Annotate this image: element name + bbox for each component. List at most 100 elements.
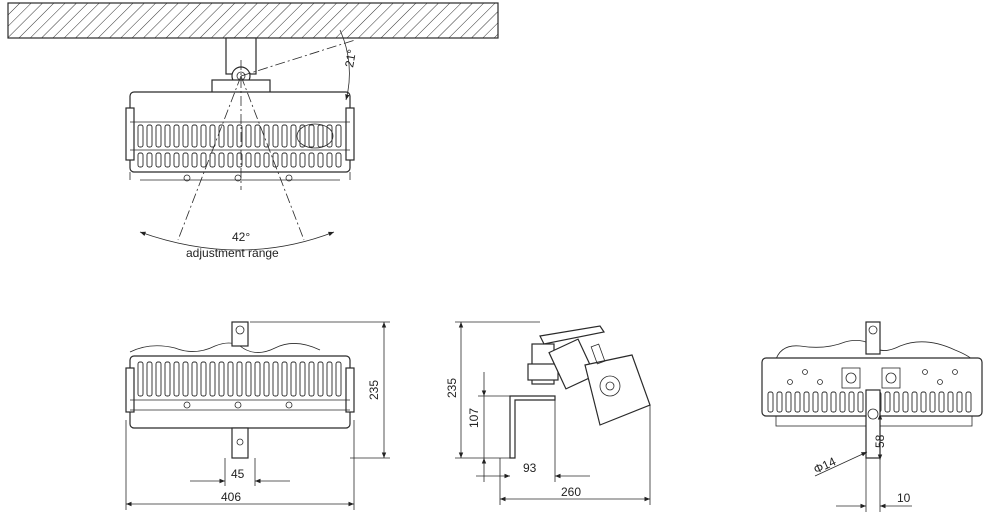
- cooling-fin: [272, 124, 279, 148]
- side-bracket-height-label: 107: [467, 408, 481, 428]
- cooling-fin: [281, 361, 288, 397]
- front-height-label: 235: [367, 380, 381, 400]
- cooling-fin: [173, 361, 180, 397]
- cooling-fin: [821, 391, 828, 413]
- cooling-fin: [857, 391, 864, 413]
- cooling-fin: [299, 152, 306, 168]
- cooling-fin: [200, 152, 207, 168]
- front-bracket-width-label: 45: [231, 467, 245, 481]
- cooling-fin: [893, 391, 900, 413]
- back-vent-hole: [937, 379, 943, 385]
- cooling-fin: [299, 361, 306, 397]
- cooling-fin: [164, 361, 171, 397]
- cooling-fin: [146, 361, 153, 397]
- ceiling: [7, 2, 499, 39]
- back-vent-hole: [952, 369, 958, 375]
- cooling-fin: [173, 124, 180, 148]
- cooling-fin: [812, 391, 819, 413]
- cooling-fin: [929, 391, 936, 413]
- cooling-fin: [263, 152, 270, 168]
- side-depth-small-label: 93: [523, 461, 537, 475]
- cooling-fin: [218, 124, 225, 148]
- cooling-fin: [290, 152, 297, 168]
- side-depth-label: 260: [561, 485, 581, 499]
- cooling-fin: [146, 124, 153, 148]
- adjust-arc: [139, 231, 335, 251]
- cooling-fin: [884, 391, 891, 413]
- cooling-fin: [830, 391, 837, 413]
- cooling-fin: [947, 391, 954, 413]
- cooling-fin: [785, 391, 792, 413]
- cooling-fin: [209, 152, 216, 168]
- side-fixture-housing: [584, 354, 651, 426]
- cooling-fin: [227, 152, 234, 168]
- side-pivot: [599, 375, 621, 397]
- back-plate-thickness-label: 10: [897, 491, 911, 505]
- cooling-fin: [209, 361, 216, 397]
- cooling-fin: [902, 391, 909, 413]
- cooling-fin: [308, 152, 315, 168]
- side-view: 235 107 93 260: [445, 321, 651, 505]
- cooling-fin: [218, 152, 225, 168]
- cooling-fin: [164, 152, 171, 168]
- fixture-front-body: [125, 321, 355, 459]
- cooling-fin: [254, 152, 261, 168]
- back-vent-hole: [802, 369, 808, 375]
- cooling-fin: [920, 391, 927, 413]
- cooling-fin: [938, 391, 945, 413]
- cooling-fin: [254, 361, 261, 397]
- side-bracket: [509, 395, 556, 459]
- cooling-fin: [839, 391, 846, 413]
- cooling-fin: [335, 152, 342, 168]
- tilt-axis: [240, 39, 356, 77]
- cooling-fin: [263, 124, 270, 148]
- front-width-label: 406: [221, 490, 241, 504]
- cooling-fin: [182, 124, 189, 148]
- cooling-fin: [965, 391, 972, 413]
- cooling-fin: [281, 152, 288, 168]
- back-hole-offset-label: 58: [873, 434, 887, 448]
- cooling-fin: [245, 152, 252, 168]
- back-vent-hole: [817, 379, 823, 385]
- cooling-fin: [155, 152, 162, 168]
- back-view: Φ14 58 10: [761, 321, 983, 512]
- cooling-fin: [281, 124, 288, 148]
- cooling-fin: [245, 361, 252, 397]
- cooling-fin: [956, 391, 963, 413]
- adjust-angle-label: 42°: [232, 230, 250, 244]
- cooling-fin: [290, 124, 297, 148]
- side-connector: [590, 343, 606, 365]
- side-handle: [539, 325, 605, 345]
- cooling-fin: [803, 391, 810, 413]
- cooling-fin: [209, 124, 216, 148]
- cooling-fin: [272, 361, 279, 397]
- cooling-fin: [236, 361, 243, 397]
- cooling-fin: [317, 361, 324, 397]
- cooling-fin: [326, 124, 333, 148]
- cooling-fin: [227, 361, 234, 397]
- side-height-label: 235: [445, 378, 459, 398]
- cooling-fin: [290, 361, 297, 397]
- tilt-arc: [339, 29, 350, 101]
- driver-connector: [296, 123, 334, 149]
- cooling-fin: [263, 361, 270, 397]
- back-vent-hole: [787, 379, 793, 385]
- cooling-fin: [299, 124, 306, 148]
- adjust-limit-left: [177, 75, 242, 241]
- cooling-fin: [191, 152, 198, 168]
- back-mount-post: [865, 321, 881, 355]
- cooling-fin: [191, 361, 198, 397]
- cooling-fin: [164, 124, 171, 148]
- cooling-fin: [245, 124, 252, 148]
- cooling-fin: [200, 124, 207, 148]
- top-view: 21° 42° adjustment range: [7, 2, 499, 260]
- cooling-fin: [848, 391, 855, 413]
- cooling-fin: [146, 152, 153, 168]
- back-vent-hole: [922, 369, 928, 375]
- power-cable: [129, 342, 321, 353]
- back-hole-diameter-label: Φ14: [811, 454, 838, 477]
- cooling-fin: [182, 361, 189, 397]
- cooling-fin: [317, 124, 324, 148]
- cooling-fin: [335, 361, 342, 397]
